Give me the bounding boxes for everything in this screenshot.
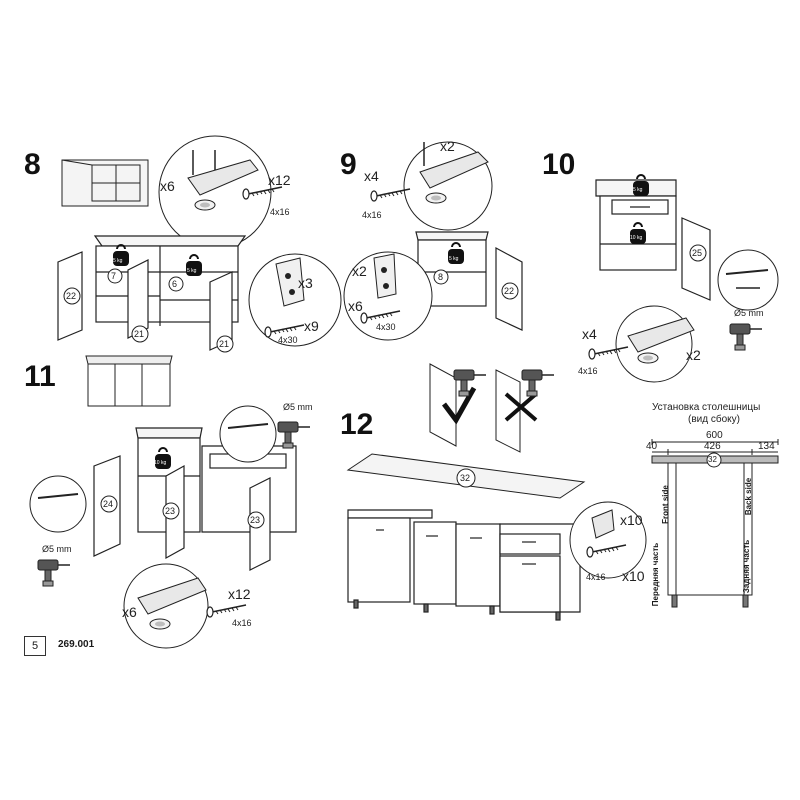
- step10-weight-1-label: 5 kg: [633, 187, 643, 193]
- countertop-dim-mid: 426: [704, 441, 721, 452]
- step-number-11: 11: [24, 360, 56, 393]
- step11-hinge-qty: x6: [122, 604, 137, 620]
- step9-screw-icon: [370, 188, 411, 202]
- step11-drill-icon-top: [277, 421, 311, 449]
- check-icon: [442, 386, 477, 425]
- step12-screw-size: 4x16: [586, 572, 606, 582]
- countertop-part-32: 32: [708, 455, 717, 464]
- step9-weight-label: 5 kg: [449, 256, 459, 262]
- step11-thumbnail: [85, 355, 173, 407]
- step11-part-23b: 23: [250, 515, 261, 525]
- step9-part-22: 22: [504, 286, 515, 296]
- step9-hinge-detail: [403, 141, 493, 231]
- product-code: 269.001: [58, 639, 95, 650]
- step8-part-7: 7: [111, 271, 117, 281]
- step8-part-labels: [63, 268, 234, 353]
- step11-part-labels: [100, 495, 265, 529]
- step8-part-21b: 21: [219, 339, 230, 349]
- step10-cabinet: [595, 179, 711, 301]
- step11-group: [29, 355, 311, 649]
- step11-part-23a: 23: [165, 506, 176, 516]
- step10-weight-2-label: 10 kg: [630, 235, 643, 241]
- step9-screw-size: 4x16: [362, 210, 382, 220]
- back-side-label: Back side: [744, 477, 754, 516]
- step9-plate-qty: x2: [352, 263, 367, 279]
- step12-cabinets: [347, 509, 581, 621]
- step12-group: [346, 453, 647, 621]
- step9-cabinet: [415, 231, 523, 331]
- step8-cabinet: [57, 235, 247, 351]
- step8-plate-detail: [248, 253, 342, 347]
- countertop-dim-total: 600: [706, 430, 723, 441]
- step12-part-32: 32: [460, 473, 471, 483]
- step8-weight-1-label: 5 kg: [113, 258, 123, 264]
- countertop-subtitle: (вид сбоку): [688, 414, 740, 425]
- step11-screw-qty: x12: [228, 586, 251, 602]
- page-number: 5: [24, 636, 46, 656]
- step9-part-labels: [433, 269, 519, 300]
- step-number-9: 9: [340, 148, 357, 181]
- step11-drill-icon-left: [37, 559, 71, 587]
- step11-drill-size-top: Ø5 mm: [283, 402, 313, 412]
- step11-hinge-detail: [123, 563, 209, 649]
- step-number-8: 8: [24, 148, 41, 181]
- countertop-side-view: [651, 439, 779, 608]
- step11-screw-icon: [206, 604, 247, 618]
- step10-hinge-detail: [615, 305, 695, 383]
- step11-handle-detail-left: [29, 475, 87, 533]
- step11-drill-size-left: Ø5 mm: [42, 544, 72, 554]
- step8-screw-qty: x12: [268, 172, 291, 188]
- step9-group: [343, 141, 523, 341]
- countertop-title: Установка столешницы: [652, 402, 761, 413]
- step11-screw-size: 4x16: [232, 618, 252, 628]
- cross-icon: [504, 392, 538, 422]
- step-number-12: 12: [340, 408, 374, 441]
- step9-part-8: 8: [438, 272, 444, 282]
- step10-drill-icon: [729, 323, 763, 351]
- step11-part-24: 24: [103, 499, 114, 509]
- step11-handle-detail-top: [219, 405, 277, 463]
- front-side-label-ru: Передняя часть: [651, 542, 661, 607]
- step9-plate-screw-qty: x6: [348, 298, 363, 314]
- step8-hinge-detail: [158, 135, 272, 249]
- step8-screw-size: 4x16: [270, 207, 290, 217]
- step9-screw-qty: x4: [364, 168, 379, 184]
- step11-weight-label: 10 kg: [154, 460, 167, 466]
- step10-screw-qty: x4: [582, 326, 597, 342]
- step10-handle-detail: [717, 249, 779, 311]
- step8-part-6: 6: [172, 279, 178, 289]
- step8-part-21a: 21: [134, 329, 145, 339]
- correct-incorrect-drilling: [429, 363, 555, 453]
- step12-bracket-detail: [569, 501, 647, 579]
- step-number-10: 10: [542, 148, 576, 181]
- step10-drill-size: Ø5 mm: [734, 308, 764, 318]
- step8-thumbnail: [61, 159, 149, 207]
- step8-plate-screw-size: 4x30: [278, 335, 298, 345]
- step8-weight-2-label: 5 kg: [187, 268, 197, 274]
- step12-screw-qty: x10: [622, 568, 645, 584]
- step10-hinge-qty: x2: [686, 347, 701, 363]
- step8-plate-qty: x3: [298, 275, 313, 291]
- countertop-dim-right: 134: [758, 441, 775, 452]
- front-side-label: Front side: [660, 485, 670, 524]
- step8-part-22: 22: [66, 291, 77, 301]
- step9-plate-screw-size: 4x30: [376, 322, 396, 332]
- step8-hinge-qty: x6: [160, 178, 175, 194]
- step9-plate-detail: [343, 251, 433, 341]
- step8-group: [57, 135, 342, 353]
- step10-part-label: [689, 244, 707, 262]
- back-side-label-ru: Задняя часть: [742, 539, 752, 594]
- step9-hinge-qty: x2: [440, 138, 455, 154]
- countertop-dim-left: 40: [646, 441, 658, 452]
- step12-bracket-qty: x10: [620, 512, 643, 528]
- step11-cabinet: [93, 427, 297, 571]
- step10-group: [588, 174, 779, 383]
- step8-plate-screw-qty: x9: [304, 318, 319, 334]
- step10-screw-size: 4x16: [578, 366, 598, 376]
- step10-part-25: 25: [692, 248, 703, 258]
